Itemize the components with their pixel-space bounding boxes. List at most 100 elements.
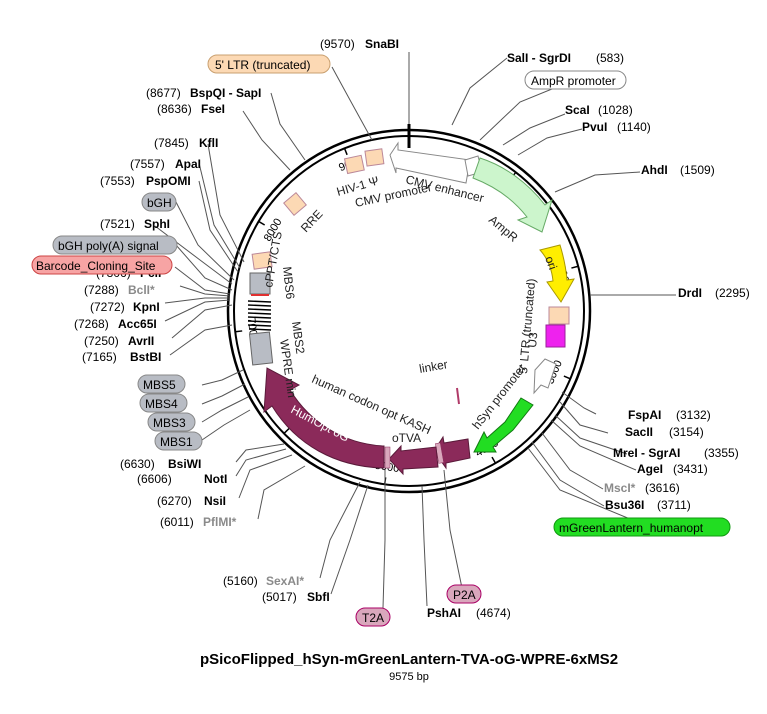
bgh-box-bg — [141, 192, 177, 212]
wpre-box[interactable] — [248, 331, 274, 366]
p2a-box-bg — [446, 584, 482, 604]
tick-line — [563, 375, 571, 380]
mbs3-box-label: MBS3 — [153, 416, 186, 430]
drdi-pos: (2295) — [715, 286, 750, 300]
ltr5-box[interactable] — [548, 306, 570, 325]
hiv1-box-1[interactable] — [343, 154, 365, 175]
agei-pos: (3431) — [673, 462, 708, 476]
ori-arrow[interactable] — [539, 244, 575, 303]
tick-line — [571, 265, 579, 269]
kfli-pos: (7845) — [154, 136, 189, 150]
tick-line — [283, 428, 290, 435]
sexai-pos: (5160) — [223, 574, 258, 588]
kfli-name: KflI — [199, 136, 218, 150]
mbs2-label: MBS2 — [289, 320, 307, 355]
sphi-name: SphI — [144, 217, 170, 231]
t2a-box-bg — [355, 607, 391, 627]
p2a-box-label: P2A — [453, 588, 476, 602]
pvui-pos: (1140) — [617, 120, 651, 134]
nsii-pos: (6270) — [157, 494, 192, 508]
linker-mark — [456, 387, 460, 405]
sali-pos: (583) — [596, 51, 624, 65]
mbs6-label: MBS6 — [280, 266, 297, 300]
nsii-name: NsiI — [204, 494, 226, 508]
msci-name: MscI* — [604, 481, 636, 495]
mbs5-box-bg — [137, 374, 186, 394]
kpni-name: KpnI — [133, 300, 160, 314]
hiv1-box-2[interactable] — [364, 148, 385, 167]
mbs1-box-label: MBS1 — [160, 435, 193, 449]
bgh-polya-box-label: bGH poly(A) signal — [58, 239, 159, 253]
acc65i-pos: (7268) — [74, 317, 109, 331]
snabi-pos: (9570) — [320, 37, 355, 51]
mrei-pos: (3355) — [704, 446, 739, 460]
ahdi-pos: (1509) — [680, 163, 715, 177]
t2a-bar[interactable] — [384, 446, 391, 469]
bcli-pos: (7288) — [84, 283, 119, 297]
pflmi-name: PflMI* — [203, 515, 237, 529]
sacii-pos: (3154) — [669, 425, 704, 439]
psha-pos: (4674) — [476, 606, 511, 620]
pspomi-pos: (7553) — [100, 174, 135, 188]
psha-name: PshAI — [427, 606, 461, 620]
pvui-name: PvuI — [582, 120, 607, 134]
mbs4-box-label: MBS4 — [145, 397, 178, 411]
apai-pos: (7557) — [130, 157, 165, 171]
mbs-stripes — [247, 300, 272, 331]
drdi-name: DrdI — [678, 286, 702, 300]
barcode-box-bg — [31, 255, 173, 275]
ltr-trunc-label: 5' LTR (truncated) — [516, 278, 538, 374]
tick-line — [343, 148, 348, 156]
sphi-pos: (7521) — [100, 217, 135, 231]
apai-name: ApaI — [175, 157, 201, 171]
snabi-name: SnaBI — [365, 37, 399, 51]
plasmid-title: pSicoFlipped_hSyn-mGreenLantern-TVA-oG-W… — [200, 651, 618, 668]
mgl-box-label: mGreenLantern_humanopt — [559, 521, 704, 535]
humopt-og-arrow[interactable] — [263, 367, 385, 469]
bcli-name: BclI* — [128, 283, 155, 297]
bspqi-name: BspQI - SapI — [190, 86, 261, 100]
bstbi-pos: (7165) — [82, 350, 117, 364]
tick-line — [491, 456, 497, 464]
msci-pos: (3616) — [645, 481, 680, 495]
bsiwi-pos: (6630) — [120, 457, 155, 471]
fsei-name: FseI — [201, 102, 225, 116]
rre-box[interactable] — [283, 192, 307, 216]
ampr-arrow[interactable] — [472, 157, 553, 233]
mbs5-box-label: MBS5 — [143, 378, 176, 392]
bgh-polya-box-bg — [52, 235, 178, 255]
bsu36i-name: Bsu36I — [605, 498, 644, 512]
kpni-pos: (7272) — [90, 300, 125, 314]
sexai-name: SexAI* — [266, 574, 304, 588]
bgh-box-label: bGH — [147, 196, 172, 210]
ahdi-name: AhdI — [641, 163, 668, 177]
agei-name: AgeI — [637, 462, 663, 476]
scai-pos: (1028) — [598, 103, 633, 117]
ltr5-box-label: 5' LTR (truncated) — [215, 58, 310, 72]
plasmid-size: 9575 bp — [389, 671, 429, 683]
fspai-name: FspAI — [628, 408, 661, 422]
fsei-pos: (8636) — [157, 102, 192, 116]
hsyn-small-arrow[interactable] — [533, 358, 557, 395]
otva-arrow[interactable] — [388, 444, 439, 476]
bstbi-name: BstBI — [130, 350, 161, 364]
ampr-label: AmpR — [486, 213, 521, 245]
mbs3-box-bg — [147, 412, 196, 432]
avrii-pos: (7250) — [84, 334, 119, 348]
avrii-name: AvrII — [128, 334, 154, 348]
pspomi-name: PspOMI — [146, 174, 191, 188]
hsyn-promoter-arrow[interactable] — [473, 397, 534, 453]
rre-label: RRE — [298, 207, 326, 235]
u3-box[interactable] — [545, 324, 566, 348]
bsiwi-name: BsiWI — [168, 457, 201, 471]
bspqi-pos: (8677) — [146, 86, 181, 100]
scai-name: ScaI — [565, 103, 590, 117]
cppt-box[interactable] — [251, 251, 273, 270]
ltr5-box-label-bg — [207, 54, 331, 74]
bsu36i-pos: (3711) — [657, 498, 691, 512]
ampr-promoter-box-label: AmpR promoter — [531, 74, 616, 88]
mbs4-box-bg — [139, 393, 188, 413]
acc65i-name: Acc65I — [118, 317, 157, 331]
noti-name: NotI — [204, 472, 227, 486]
